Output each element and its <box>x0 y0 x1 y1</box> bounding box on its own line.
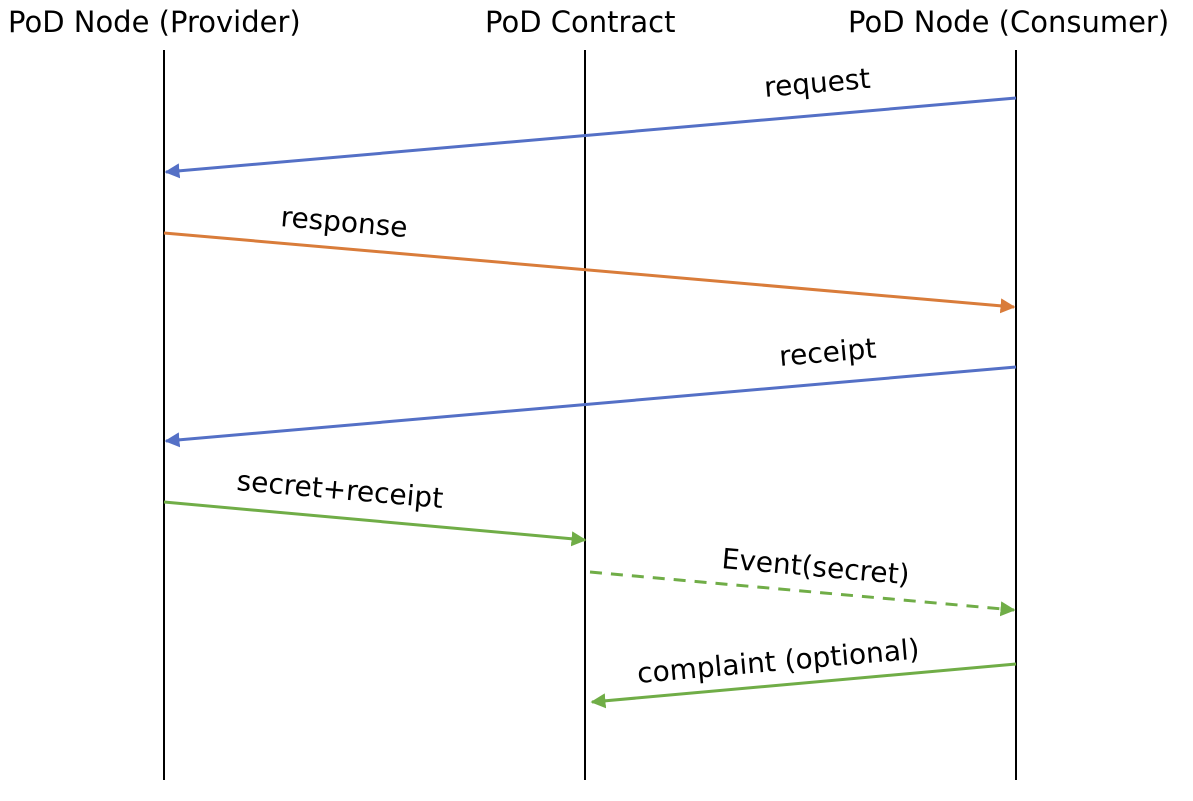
message-complaint-arrow <box>590 662 1017 709</box>
message-secret-receipt-label: secret+receipt <box>235 464 444 515</box>
message-event-secret-label: Event(secret) <box>720 542 911 591</box>
message-event-secret-arrow <box>589 570 1016 617</box>
message-secret-receipt-arrow <box>163 500 587 547</box>
message-request-arrow <box>164 96 1017 179</box>
message-request-label: request <box>763 62 872 104</box>
message-response-arrow <box>163 231 1016 314</box>
participant-consumer-label: PoD Node (Consumer) <box>848 5 1170 39</box>
participant-contract-label: PoD Contract <box>485 5 676 39</box>
message-response-label: response <box>279 200 409 244</box>
participant-provider-label: PoD Node (Provider) <box>8 5 301 39</box>
message-receipt-label: receipt <box>778 332 878 373</box>
message-receipt-arrow <box>164 365 1017 448</box>
message-complaint-label: complaint (optional) <box>636 632 921 690</box>
